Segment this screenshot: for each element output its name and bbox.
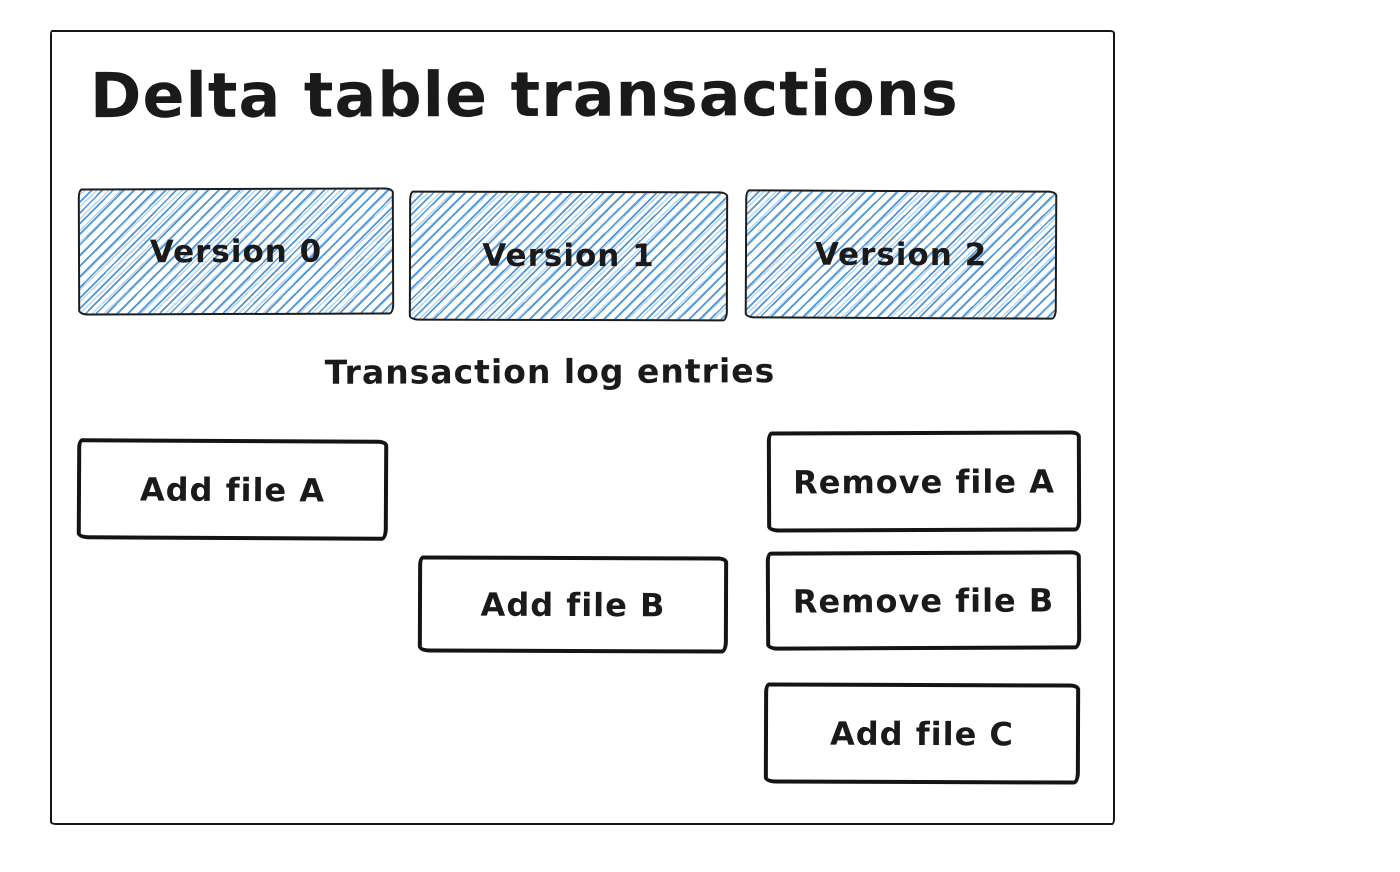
log-entry-add-file-b: Add file B [417, 555, 729, 654]
version-0-label: Version 0 [149, 233, 323, 270]
version-1-label: Version 1 [482, 237, 655, 275]
version-1-box: Version 1 [408, 190, 729, 322]
log-entry-add-file-c-label: Add file C [829, 714, 1015, 753]
version-0-box: Version 0 [77, 187, 395, 316]
log-entry-remove-file-a-label: Remove file A [793, 462, 1055, 501]
log-entry-add-file-a-label: Add file A [139, 470, 326, 509]
log-entry-remove-file-b-label: Remove file B [792, 580, 1055, 621]
version-2-box: Version 2 [744, 189, 1058, 320]
log-entries-caption: Transaction log entries [324, 351, 776, 392]
log-entry-add-file-c: Add file C [763, 682, 1081, 785]
log-entry-add-file-a: Add file A [76, 438, 389, 541]
diagram-title: Delta table transactions [89, 56, 959, 133]
log-entry-remove-file-a: Remove file A [766, 430, 1082, 533]
log-entry-remove-file-b: Remove file B [765, 550, 1082, 651]
version-2-label: Version 2 [814, 236, 988, 273]
log-entry-add-file-b-label: Add file B [480, 585, 666, 624]
